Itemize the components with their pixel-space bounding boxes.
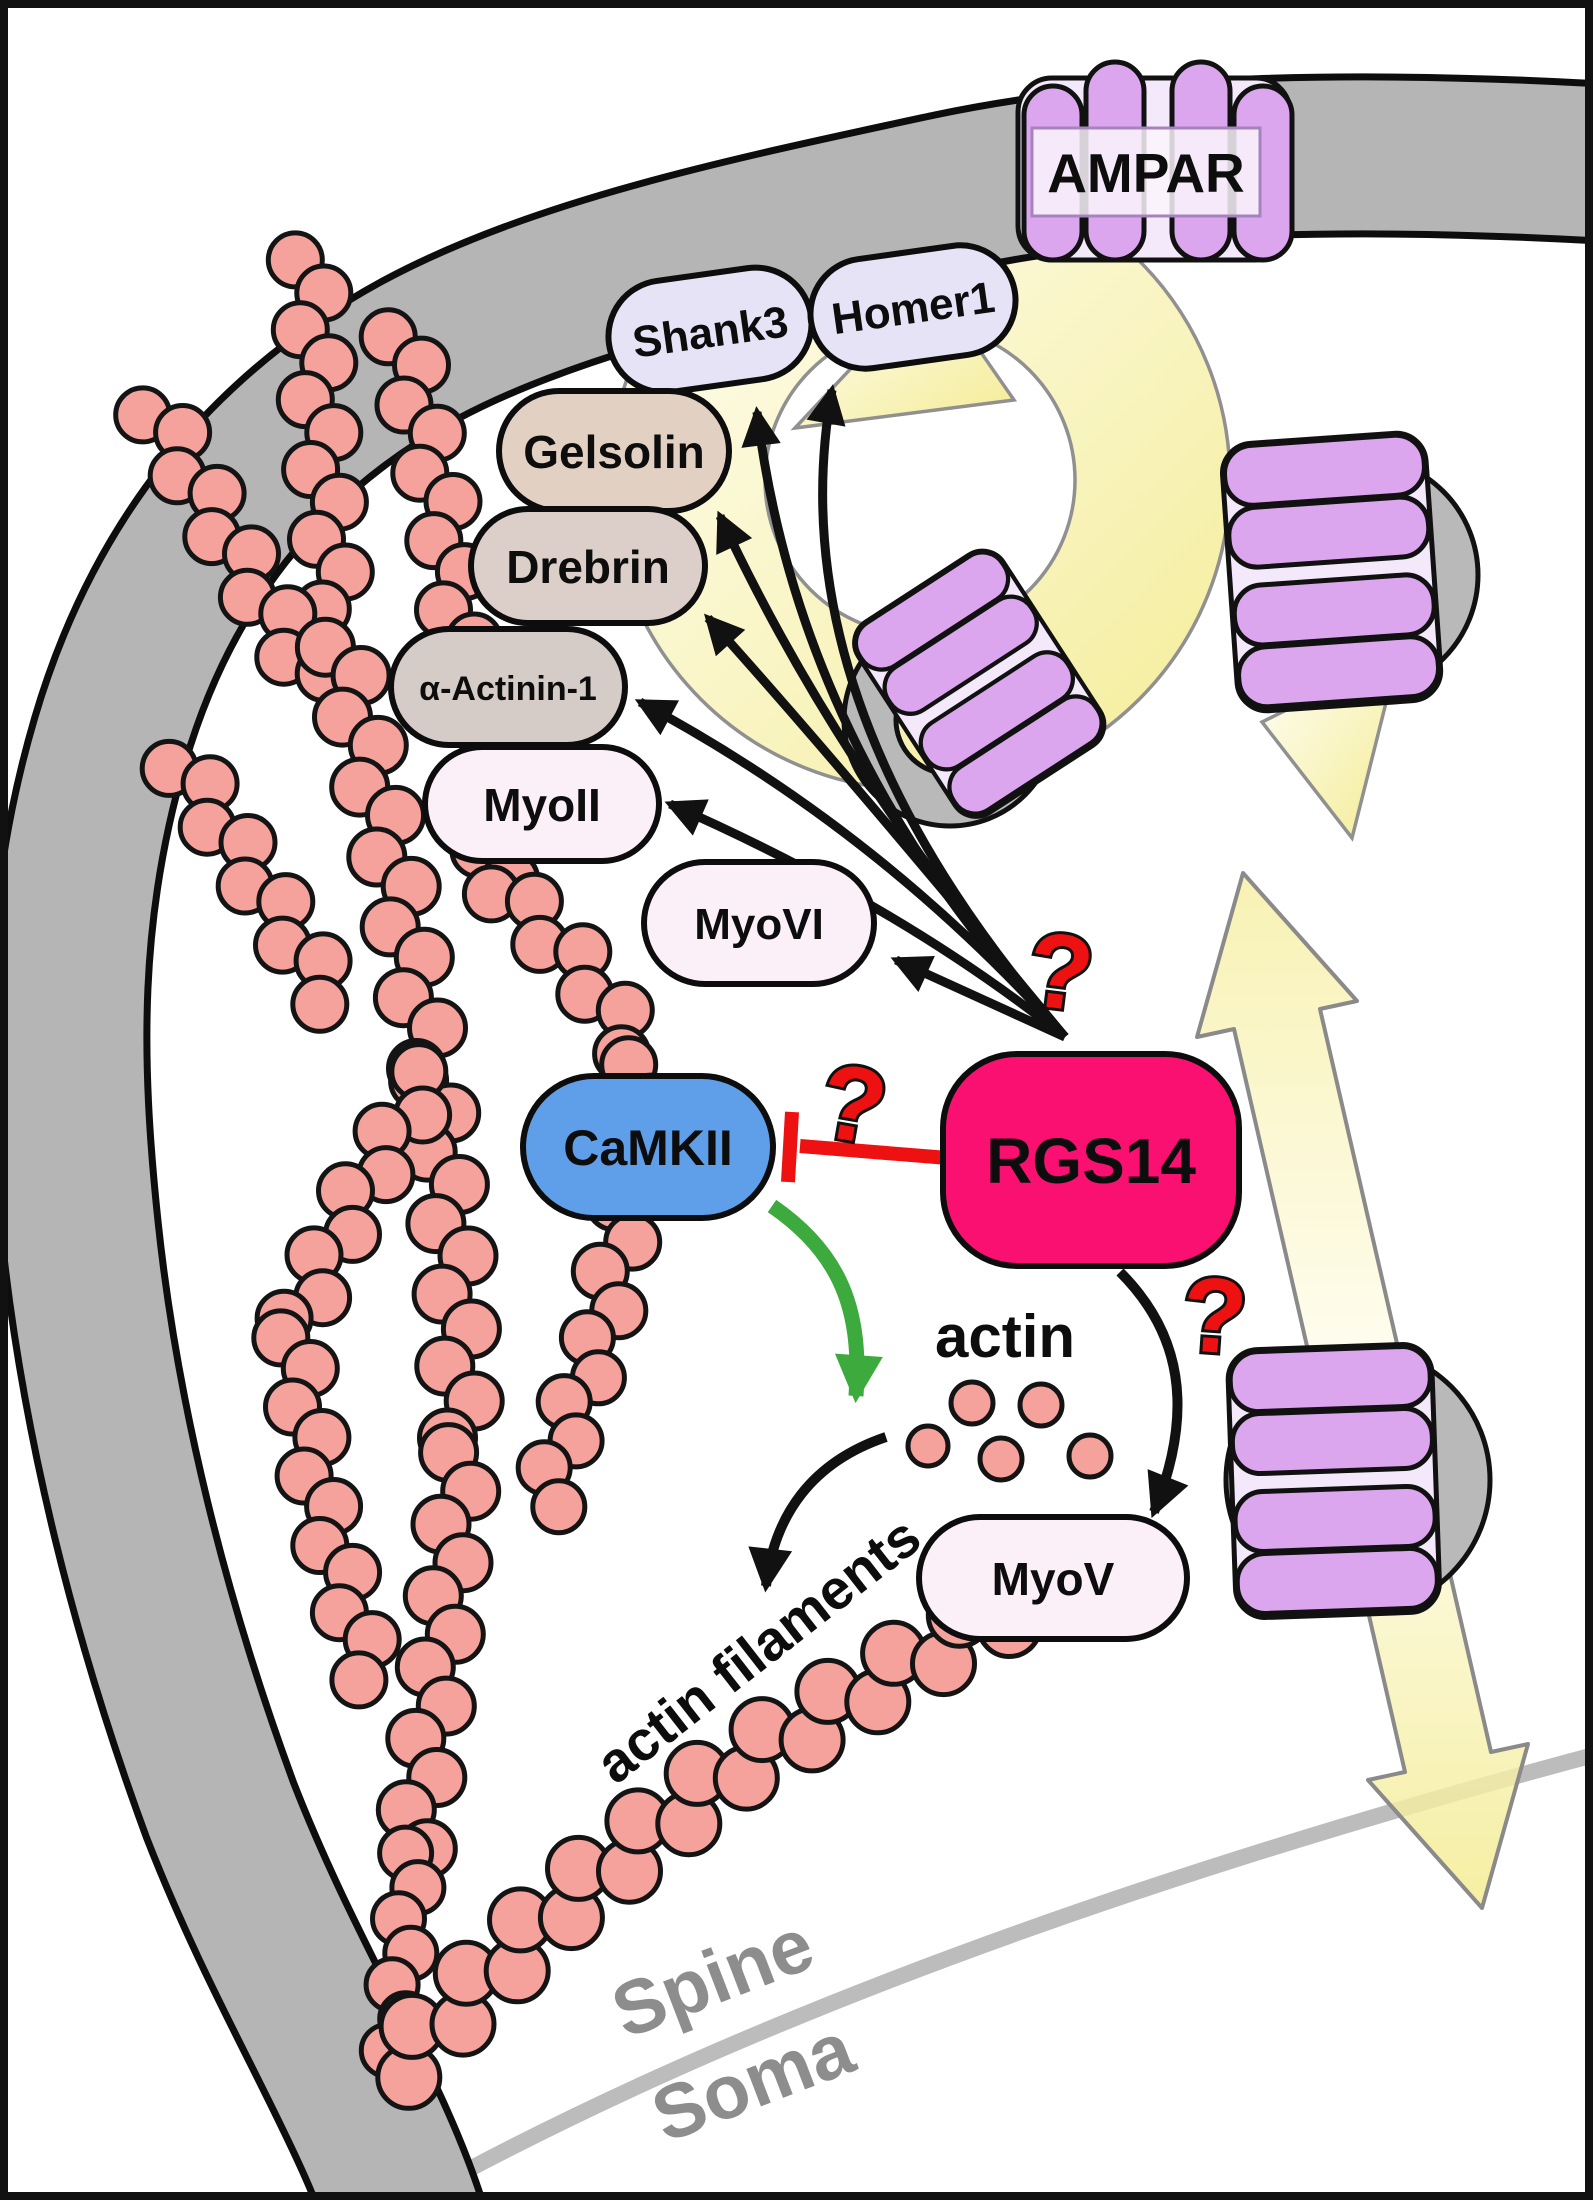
spine-membrane — [0, 73, 1593, 2200]
vesicle-cargo-receptor — [852, 548, 1107, 819]
node-rgs14: RGS14 — [940, 1051, 1242, 1269]
node-myov: MyoV — [916, 1514, 1190, 1642]
actin-bead — [329, 1650, 389, 1710]
arrow-rgs14-drebrin — [704, 613, 1069, 1040]
vesicle-2 — [841, 548, 1107, 829]
vesicle-cargo-receptor — [1220, 430, 1444, 714]
actin-bead — [530, 1478, 588, 1536]
gelsolin-label: Gelsolin — [523, 426, 704, 478]
question-mark-fan: ? — [1021, 910, 1100, 1035]
myoii-label: MyoII — [483, 779, 601, 831]
myovi-label: MyoVI — [694, 900, 824, 949]
actin-monomers — [905, 1379, 1114, 1483]
node-gelsolin: Gelsolin — [496, 388, 732, 514]
actinin-label: α-Actinin-1 — [419, 670, 597, 708]
myov-label: MyoV — [992, 1553, 1115, 1605]
ampar-receptor: AMPAR — [1015, 59, 1295, 263]
arrow-rgs14-myov — [1116, 1268, 1189, 1519]
actin-filament-network — [113, 230, 1059, 2111]
vesicle-1 — [1220, 430, 1481, 714]
vesicle-cargo-receptor — [1225, 1342, 1442, 1620]
soma-boundary-line — [396, 1746, 1593, 2200]
camkii-label: CaMKII — [563, 1120, 732, 1176]
arrow-rgs14-myoii — [664, 799, 1068, 1041]
node-shank3: Shank3 — [605, 264, 815, 396]
drebrin-label: Drebrin — [506, 541, 670, 593]
node-drebrin: Drebrin — [468, 506, 708, 626]
arrow-rgs14-actinin — [634, 698, 1069, 1040]
node-myovi: MyoVI — [641, 859, 877, 987]
node-myoii: MyoII — [422, 744, 662, 864]
arrow-camkii-actin-green — [767, 1199, 883, 1404]
actin-label: actin — [935, 1303, 1075, 1370]
node-homer1: Homer1 — [807, 242, 1019, 372]
ampar-label: AMPAR — [1047, 142, 1245, 204]
arrow-rgs14-myovi — [890, 955, 1067, 1042]
arrow-actin-to-filaments — [748, 1432, 888, 1593]
question-mark-myov: ? — [1178, 1255, 1251, 1377]
vesicle-3 — [1223, 1342, 1493, 1620]
node-actinin: α-Actinin-1 — [388, 626, 628, 748]
rgs14-label: RGS14 — [986, 1125, 1196, 1197]
rgs14-arrow-fan — [634, 384, 1069, 1042]
inhibition-tbar-rgs14-camkii — [781, 1111, 949, 1183]
ampar-label-box — [1030, 126, 1262, 218]
node-camkii: CaMKII — [520, 1073, 776, 1221]
actin-bead — [290, 974, 350, 1034]
